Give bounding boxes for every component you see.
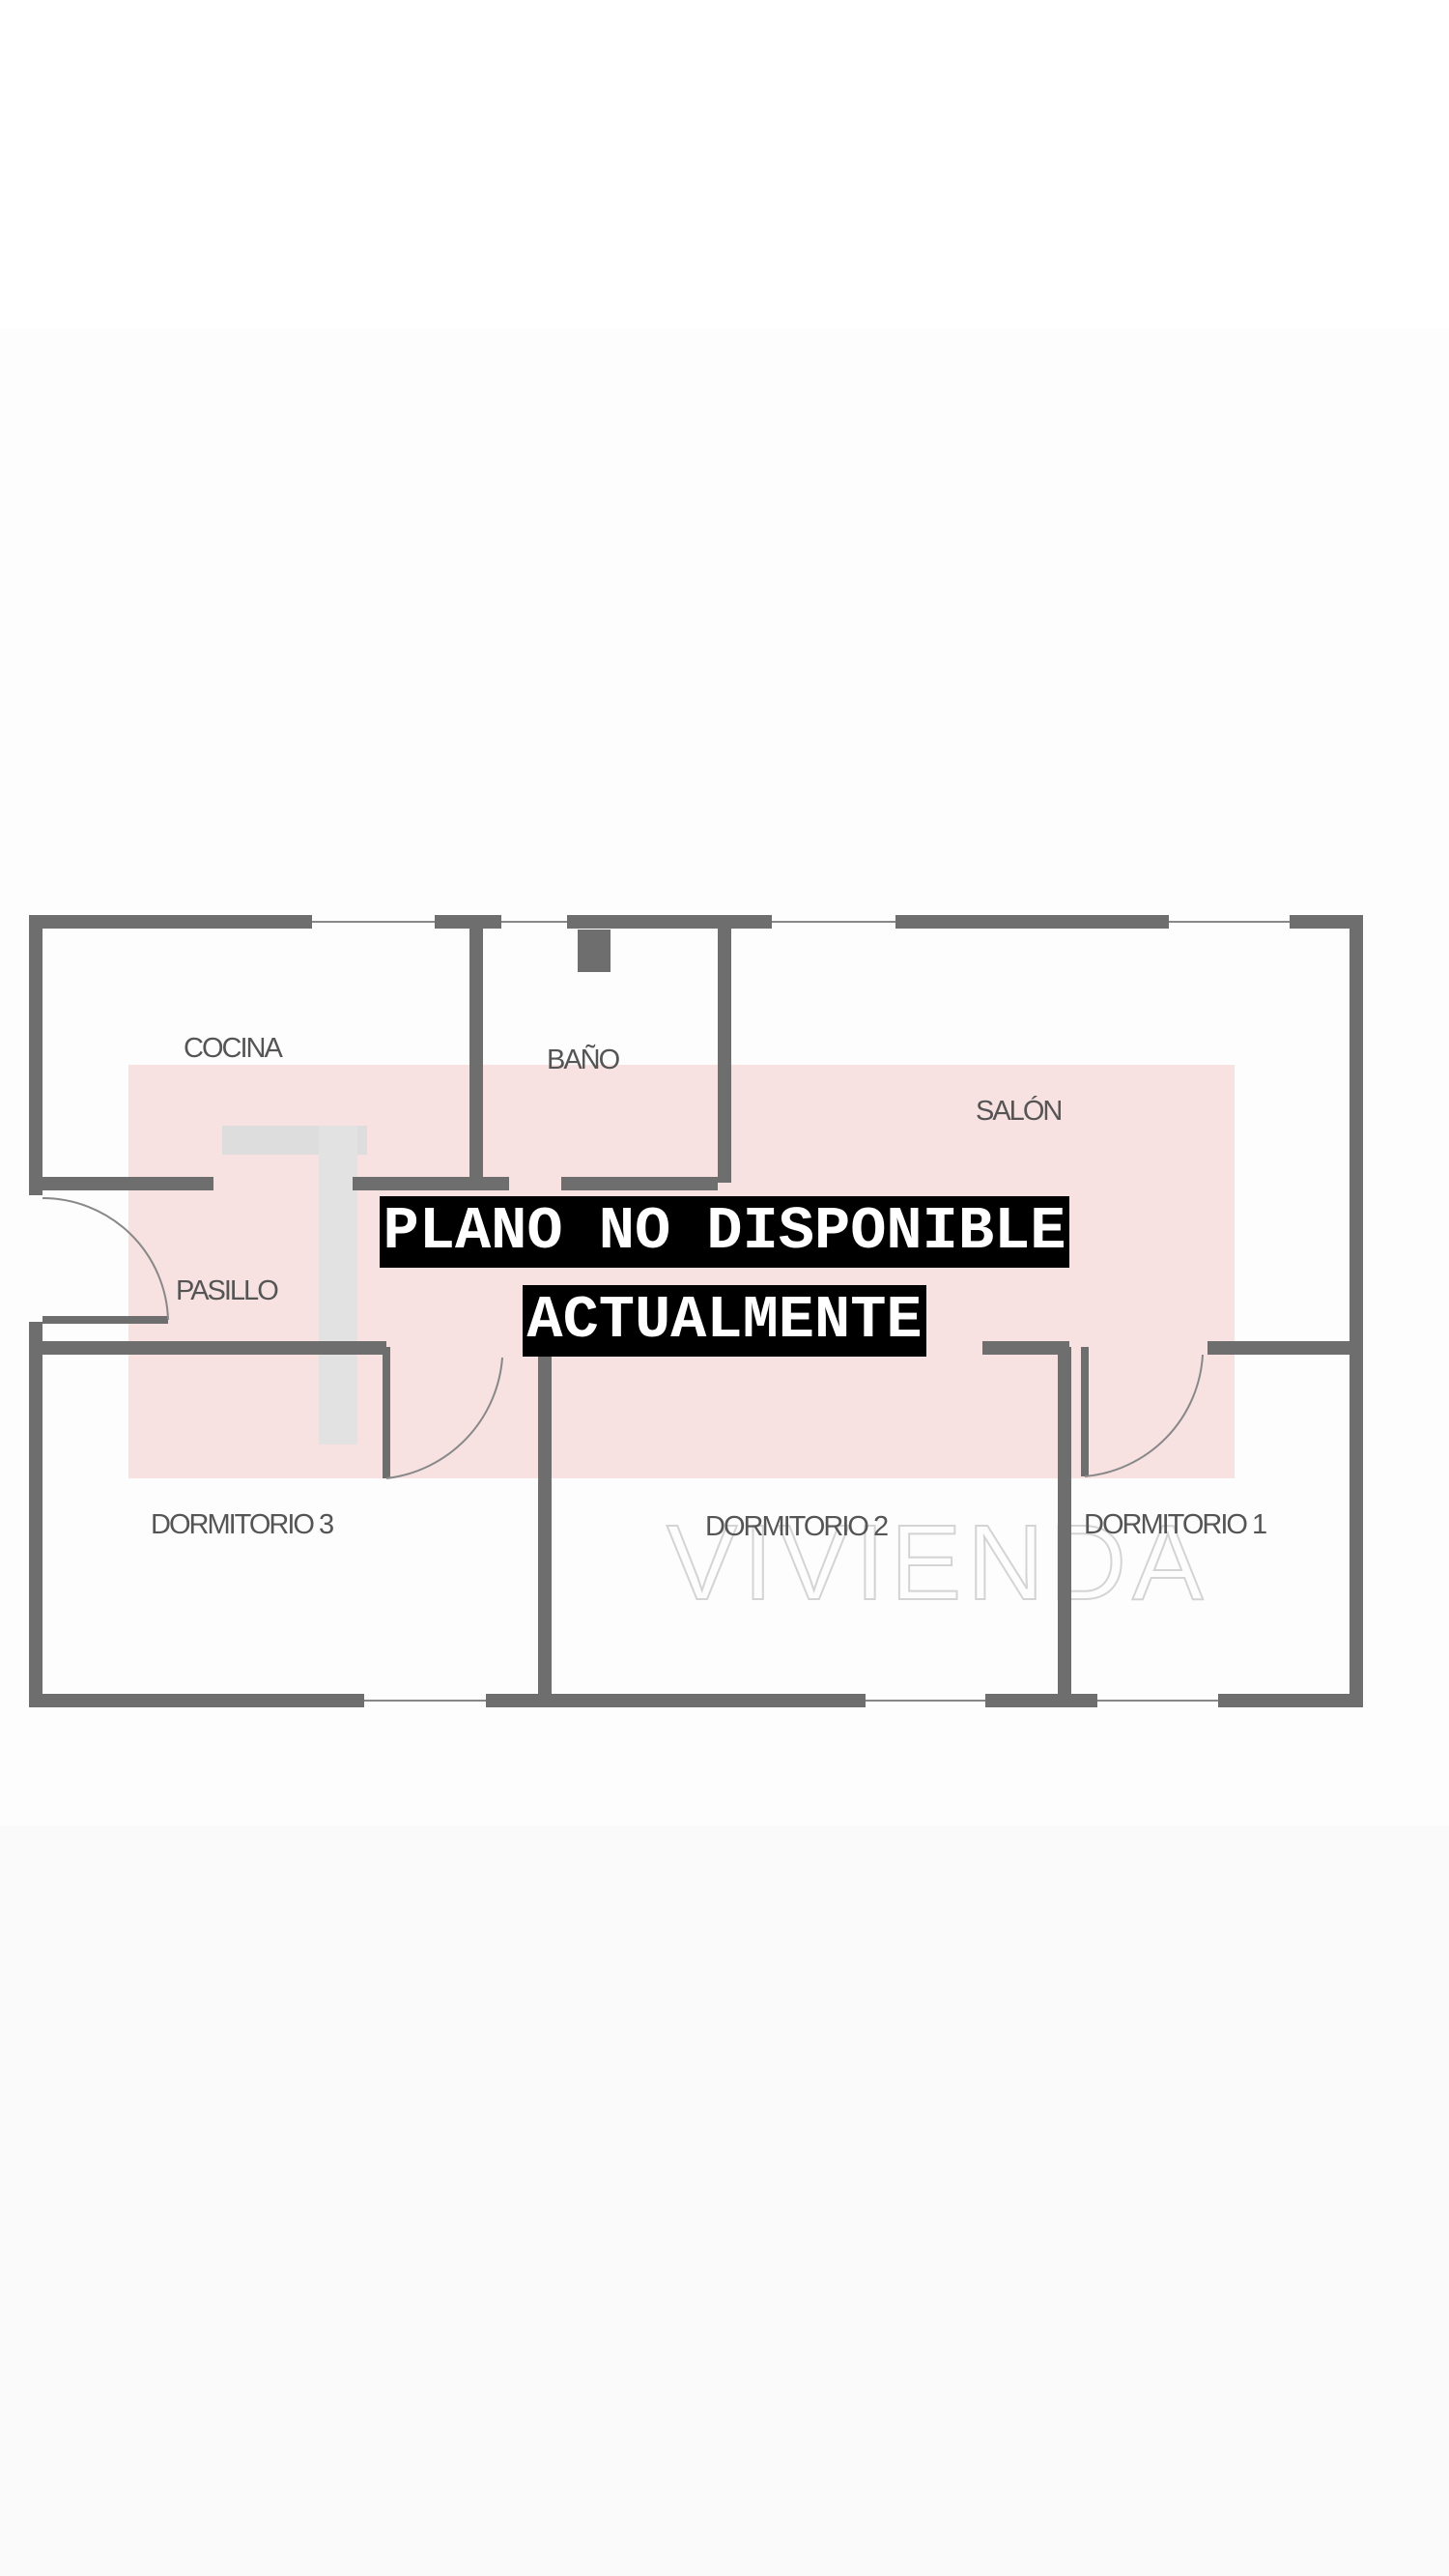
room-label-bedroom-3: DORMITORIO 3 <box>151 1509 333 1540</box>
watermark-text: VIVIENDA <box>667 1503 1208 1622</box>
unavailable-banner-line-2: ACTUALMENTE <box>0 1285 1449 1357</box>
banner-text-2: ACTUALMENTE <box>523 1285 926 1357</box>
room-label-hallway: PASILLO <box>176 1275 278 1306</box>
unavailable-banner-line-1: PLANO NO DISPONIBLE <box>0 1196 1449 1268</box>
room-label-bathroom: BAÑO <box>547 1043 620 1075</box>
watermark-logo: VIVIENDA <box>128 1065 1235 1623</box>
windows-and-door-swings <box>42 921 1290 1702</box>
room-label-living-room: SALÓN <box>976 1095 1061 1127</box>
walls <box>29 915 1363 1707</box>
room-label-kitchen: COCINA <box>184 1033 283 1064</box>
background-band-lower <box>0 1826 1449 2576</box>
room-label-bedroom-1: DORMITORIO 1 <box>1084 1509 1266 1540</box>
room-label-bedroom-2: DORMITORIO 2 <box>705 1511 888 1542</box>
banner-text-1: PLANO NO DISPONIBLE <box>379 1196 1070 1268</box>
